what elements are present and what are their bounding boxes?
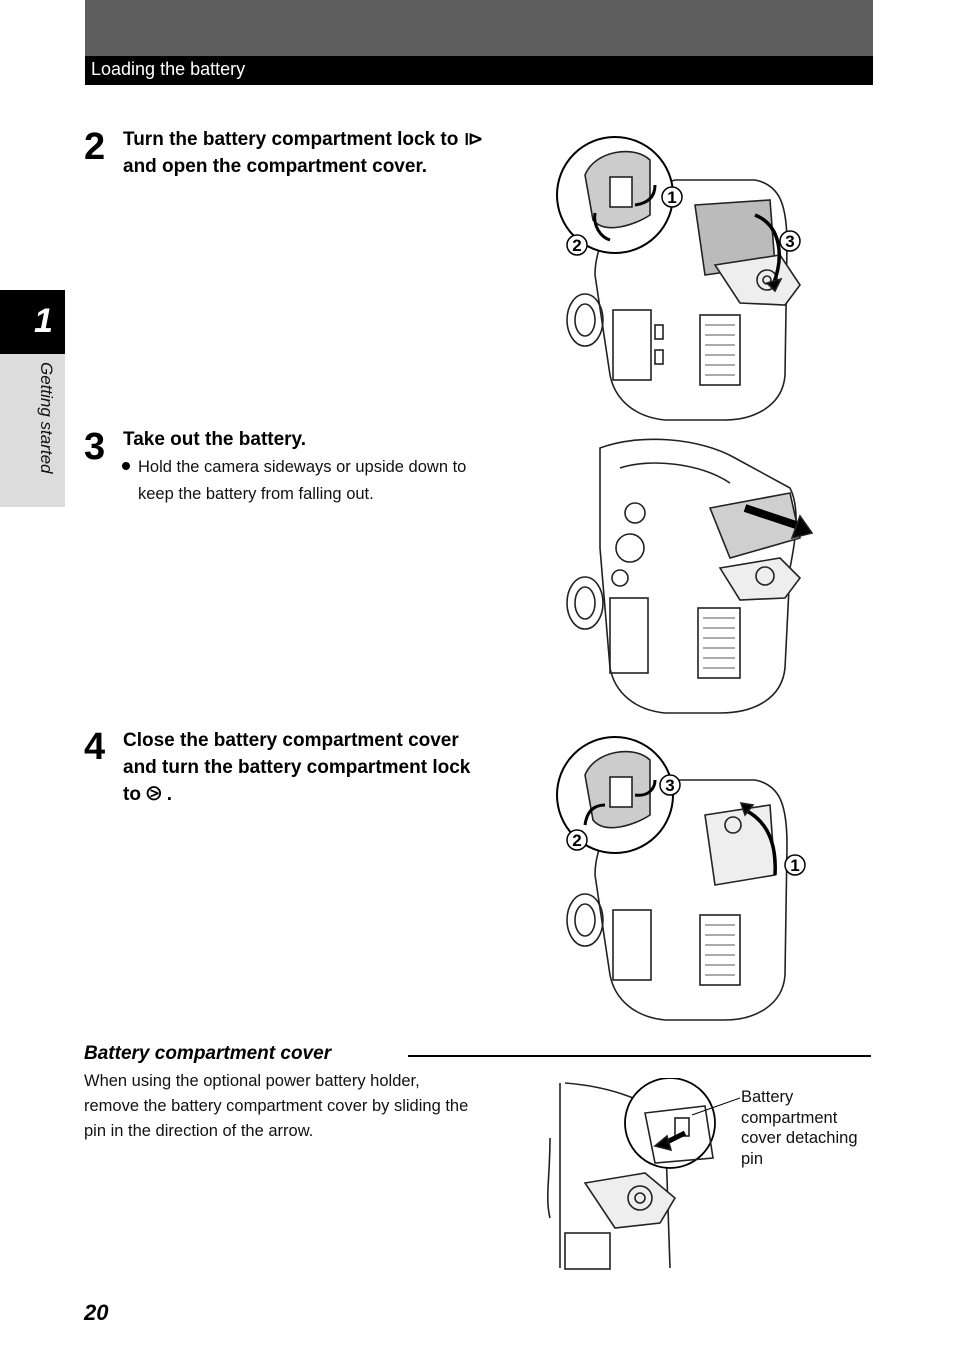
step-2-heading-line2: and open the compartment cover. bbox=[123, 156, 428, 177]
chapter-tab: 1 bbox=[0, 290, 65, 354]
chapter-label: Getting started bbox=[37, 362, 56, 474]
page-title: Loading the battery bbox=[91, 59, 246, 79]
step-4-heading-line1: Close the battery compartment cover bbox=[123, 730, 459, 751]
bullet-dot bbox=[122, 462, 130, 470]
step-3-heading: Take out the battery. bbox=[123, 429, 306, 450]
pin-callout-line2: compartment bbox=[741, 1108, 838, 1127]
step-4-callout-3: 3 bbox=[665, 776, 674, 795]
step-3-bullet: Hold the camera sideways or upside down … bbox=[122, 454, 522, 508]
note-divider bbox=[408, 1055, 871, 1057]
step-2-callout-1: 1 bbox=[667, 188, 676, 207]
step-4-number: 4 bbox=[84, 726, 106, 768]
step-2-callout-2: 2 bbox=[572, 236, 581, 255]
cover-pin-illustration bbox=[546, 1078, 740, 1270]
camera-open-cover-illustration: 1 2 3 bbox=[556, 136, 801, 421]
camera-close-cover-illustration: 3 2 1 bbox=[556, 736, 806, 1021]
chapter-number: 1 bbox=[34, 302, 53, 340]
pin-callout-line4: pin bbox=[741, 1149, 764, 1168]
step-2-heading-line1: Turn the battery compartment lock to ⧐ bbox=[123, 129, 484, 150]
pin-callout-line3: cover detaching bbox=[741, 1129, 858, 1147]
step-4-heading-line3: to ⧁ . bbox=[123, 784, 172, 805]
step-4-callout-2: 2 bbox=[572, 831, 581, 850]
step-2-heading: Turn the battery compartment lock to ⧐ a… bbox=[123, 126, 518, 180]
note-title: Battery compartment cover bbox=[84, 1043, 332, 1064]
step-2-callout-3: 3 bbox=[785, 232, 794, 251]
pin-callout-line1: Battery bbox=[741, 1088, 794, 1106]
step-4-callout-1: 1 bbox=[790, 856, 799, 875]
step-4-heading-line2: and turn the battery compartment lock bbox=[123, 757, 471, 778]
step-4-heading: Close the battery compartment cover and … bbox=[123, 727, 518, 808]
header-bar: Loading the battery bbox=[85, 56, 873, 85]
pin-callout: Battery compartment cover detaching pin bbox=[741, 1087, 881, 1169]
step-3-bullet-line2: keep the battery from falling out. bbox=[138, 485, 374, 503]
step-3-bullet-line1: Hold the camera sideways or upside down … bbox=[138, 458, 467, 476]
note-line1: When using the optional power battery ho… bbox=[84, 1072, 420, 1090]
step-3-number: 3 bbox=[84, 426, 106, 468]
camera-remove-battery-illustration bbox=[566, 438, 814, 714]
note-line3: pin in the direction of the arrow. bbox=[84, 1122, 314, 1140]
note-line2: remove the battery compartment cover by … bbox=[84, 1097, 469, 1115]
page-number: 20 bbox=[84, 1300, 109, 1325]
step-2-number: 2 bbox=[84, 126, 106, 168]
header-band bbox=[85, 0, 873, 56]
note-body: When using the optional power battery ho… bbox=[84, 1069, 516, 1144]
chapter-label-tab: Getting started bbox=[0, 354, 65, 507]
